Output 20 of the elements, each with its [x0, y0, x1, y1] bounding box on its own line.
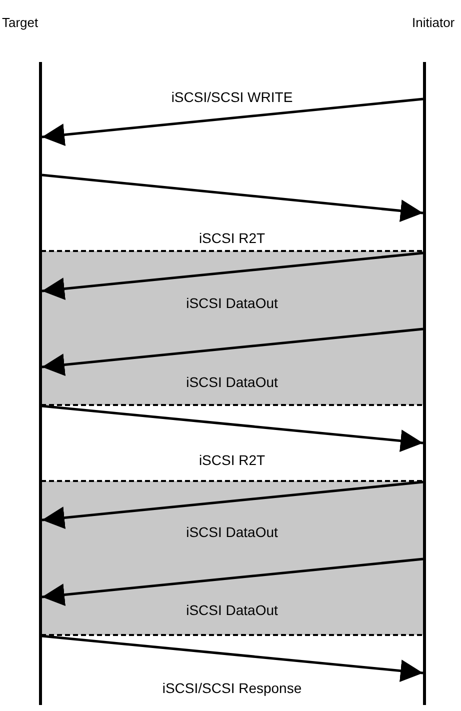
- message-arrow: [42, 404, 424, 452]
- message-arrow: [42, 480, 424, 529]
- edge-label: iSCSI R2T: [198, 230, 266, 246]
- lifeline: [39, 62, 42, 705]
- message-arrow: [42, 558, 424, 606]
- edge-label: iSCSI DataOut: [186, 524, 278, 540]
- edge-label: iSCSI DataOut: [186, 602, 278, 618]
- message-arrow: [42, 98, 424, 146]
- edge-label: iSCSI/SCSI Response: [162, 680, 302, 696]
- edge-label: iSCSI R2T: [198, 452, 266, 468]
- message-arrow: [42, 328, 424, 376]
- message-arrow: [42, 174, 424, 222]
- message-arrow: [42, 634, 424, 682]
- edge-label: iSCSI DataOut: [186, 374, 278, 390]
- edge-label: iSCSI/SCSI WRITE: [171, 89, 293, 105]
- edge-label: iSCSI DataOut: [186, 295, 278, 311]
- message-arrow: [42, 252, 424, 300]
- lifeline: [423, 62, 426, 705]
- lifeline-title: Initiator: [412, 15, 455, 30]
- lifeline-title: Target: [2, 15, 38, 30]
